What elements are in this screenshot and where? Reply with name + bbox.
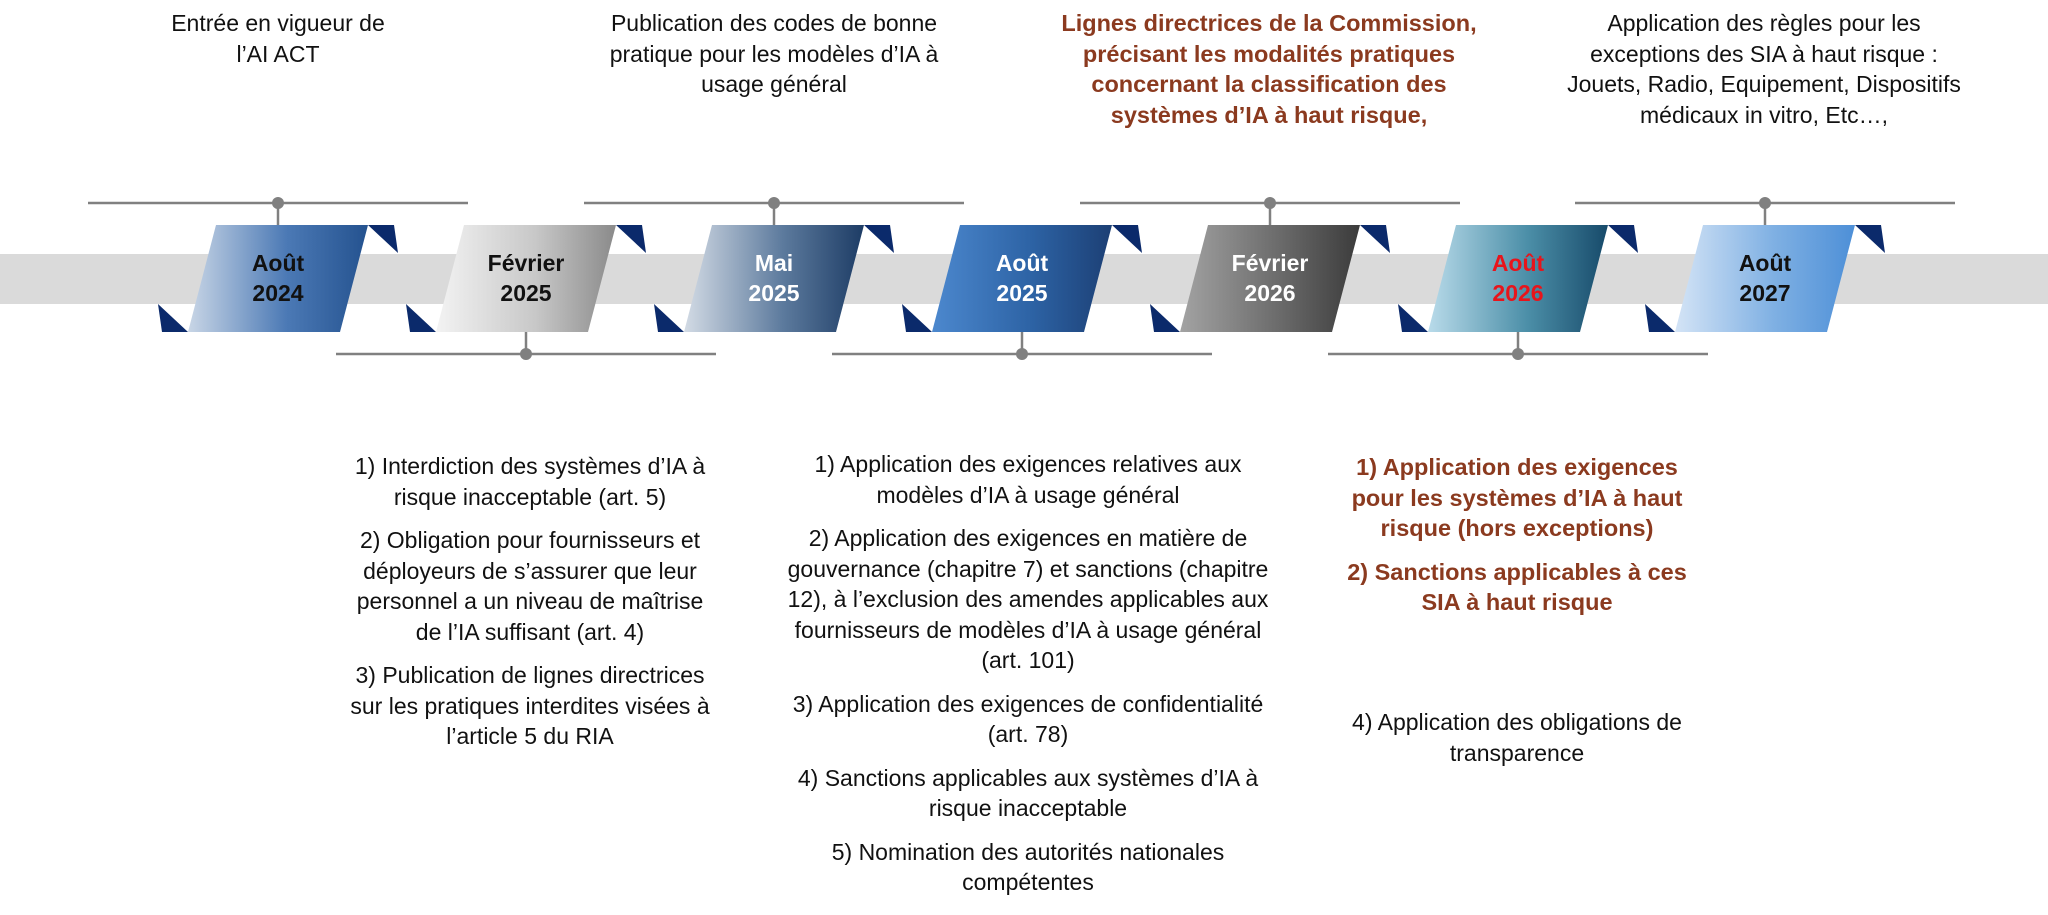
note-item-2: 2) Application des exigences en matière … <box>787 525 1269 673</box>
corner-bottom-aout-2027 <box>1645 304 1675 332</box>
connector-dot-mai-2025 <box>768 197 780 209</box>
note-item-4: 4) Sanctions applicables aux systèmes d’… <box>797 764 1259 822</box>
note-fevrier-2026: Lignes directrices de la Commission, pré… <box>1052 8 1486 130</box>
milestone-shape-aout-2026 <box>1428 225 1608 332</box>
note-item-4: 4) Application des obligations de transp… <box>1352 709 1682 766</box>
note-item-1: 1) Application des exigences pour les sy… <box>1351 454 1683 541</box>
corner-bottom-fevrier-2025 <box>406 304 436 332</box>
note-item-2: 2) Obligation pour fournisseurs et déplo… <box>356 527 704 645</box>
corner-top-fevrier-2026 <box>1360 225 1390 253</box>
note-aout-2026: 1) Application des exigences pour les sy… <box>1336 452 1698 631</box>
corner-top-fevrier-2025 <box>616 225 646 253</box>
note-text: Application des règles pour les exceptio… <box>1567 10 1961 128</box>
corner-top-mai-2025 <box>864 225 894 253</box>
milestone-shape-aout-2024 <box>188 225 368 332</box>
corner-bottom-fevrier-2026 <box>1150 304 1180 332</box>
connector-dot-aout-2026 <box>1512 348 1524 360</box>
corner-top-aout-2026 <box>1608 225 1638 253</box>
note-mai-2025: Publication des codes de bonne pratique … <box>596 8 952 100</box>
note-text: Publication des codes de bonne pratique … <box>609 10 939 97</box>
milestone-shape-aout-2027 <box>1675 225 1855 332</box>
corner-top-aout-2025 <box>1112 225 1142 253</box>
corner-bottom-aout-2024 <box>158 304 188 332</box>
connector-dot-aout-2027 <box>1759 197 1771 209</box>
note-item-3: 3) Publication de lignes directrices sur… <box>350 662 710 749</box>
milestone-shape-fevrier-2025 <box>436 225 616 332</box>
connector-dot-aout-2025 <box>1016 348 1028 360</box>
milestone-shape-fevrier-2026 <box>1180 225 1360 332</box>
note-text: Entrée en vigueur de l’AI ACT <box>171 10 385 67</box>
note-item-5: 5) Nomination des autorités nationales c… <box>831 838 1225 896</box>
note-fevrier-2025: 1) Interdiction des systèmes d’IA à risq… <box>350 451 710 765</box>
corner-bottom-aout-2025 <box>902 304 932 332</box>
corner-bottom-aout-2026 <box>1398 304 1428 332</box>
milestone-shape-mai-2025 <box>684 225 864 332</box>
note-aout-2025: 1) Application des exigences relatives a… <box>773 449 1283 911</box>
note-item-1: 1) Interdiction des systèmes d’IA à risq… <box>354 453 706 510</box>
note-item-2: 2) Sanctions applicables à ces SIA à hau… <box>1347 558 1687 616</box>
corner-top-aout-2024 <box>368 225 398 253</box>
connector-dot-aout-2024 <box>272 197 284 209</box>
milestone-shape-aout-2025 <box>932 225 1112 332</box>
note-aout-2024: Entrée en vigueur de l’AI ACT <box>163 8 393 69</box>
corner-top-aout-2027 <box>1855 225 1885 253</box>
note-text: Lignes directrices de la Commission, pré… <box>1061 10 1477 128</box>
note-item-1: 1) Application des exigences relatives a… <box>814 451 1242 508</box>
note-item-3: 3) Application des exigences de confiden… <box>792 690 1264 748</box>
corner-bottom-mai-2025 <box>654 304 684 332</box>
connector-dot-fevrier-2026 <box>1264 197 1276 209</box>
note-aout-2027: Application des règles pour les exceptio… <box>1554 8 1974 130</box>
connector-dot-fevrier-2025 <box>520 348 532 360</box>
note-aout-2026-extra: 4) Application des obligations de transp… <box>1340 707 1694 768</box>
